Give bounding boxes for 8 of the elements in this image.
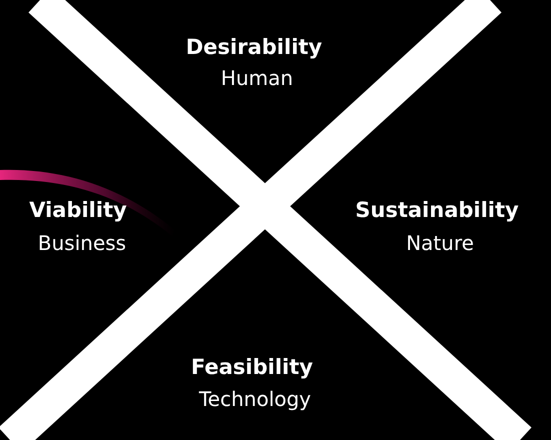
subtitle: Nature	[406, 233, 474, 253]
heading: Viability	[29, 200, 127, 221]
subtitle: Human	[220, 68, 294, 88]
heading: Feasibility	[191, 357, 313, 378]
subtitle: Business	[38, 233, 126, 253]
heading: Sustainability	[355, 200, 519, 221]
subtitle: Technology	[198, 389, 312, 409]
heading: Desirability	[186, 37, 322, 58]
